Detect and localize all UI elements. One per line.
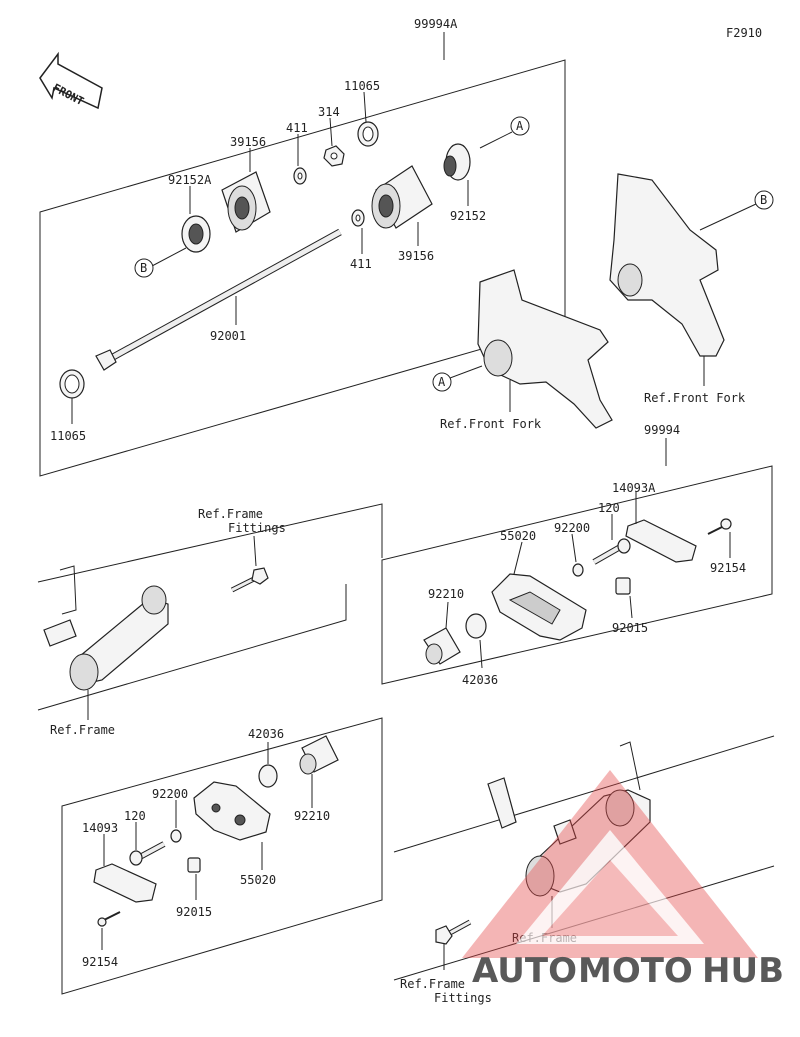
clip-11065-top bbox=[357, 121, 379, 147]
callout-a-fork-label: A bbox=[438, 375, 446, 389]
screw-92154-left bbox=[97, 911, 121, 927]
frame-fitting-bolt-top bbox=[230, 567, 269, 593]
callout-a-top bbox=[510, 116, 530, 136]
bushing-92152A bbox=[181, 215, 211, 253]
label-92152A: 92152A bbox=[168, 173, 212, 187]
watermark-moto: MOTO bbox=[578, 951, 693, 991]
washer-92200-left bbox=[170, 829, 182, 843]
clip-11065-bottom bbox=[59, 369, 85, 399]
label-55020-right: 55020 bbox=[500, 529, 536, 543]
axle-92001 bbox=[95, 228, 342, 371]
washer-411-top bbox=[293, 167, 307, 185]
plate-14093 bbox=[93, 863, 157, 903]
label-92152: 92152 bbox=[450, 209, 486, 223]
callout-b-left bbox=[134, 258, 154, 278]
kit-lower-left: 42036 92210 55020 92200 120 bbox=[61, 717, 383, 995]
front-fork-right: B Ref.Front Fork bbox=[609, 173, 774, 405]
label-14093: 14093 bbox=[82, 821, 118, 835]
kit-99994A-label: 99994A bbox=[414, 17, 458, 31]
nut-314 bbox=[323, 145, 345, 167]
washer-411-bottom bbox=[351, 209, 365, 227]
label-411-top: 411 bbox=[286, 121, 308, 135]
label-92210-right: 92210 bbox=[428, 587, 464, 601]
callout-b-fork bbox=[754, 190, 774, 210]
ref-frame-fittings-top-2: Fittings bbox=[228, 521, 286, 535]
callout-b-fork-label: B bbox=[760, 193, 767, 207]
washer-92200-right bbox=[572, 563, 584, 577]
frame-section-left: Ref.Frame Fittings Ref.Frame bbox=[37, 503, 383, 737]
label-92015-left: 92015 bbox=[176, 905, 212, 919]
front-fork-left: A Ref.Front Fork bbox=[432, 269, 613, 431]
label-314: 314 bbox=[318, 105, 340, 119]
label-92154-right: 92154 bbox=[710, 561, 746, 575]
slider-39156-left bbox=[221, 171, 271, 233]
callout-a-fork bbox=[432, 372, 452, 392]
label-42036-left: 42036 bbox=[248, 727, 284, 741]
slider-55020-right bbox=[491, 573, 587, 641]
front-arrow-icon: FRONT bbox=[39, 51, 103, 110]
ref-front-fork-right: Ref.Front Fork bbox=[644, 391, 746, 405]
collar-92015-right bbox=[615, 577, 631, 595]
ref-frame-left: Ref.Frame bbox=[50, 723, 115, 737]
label-92200-left: 92200 bbox=[152, 787, 188, 801]
bolt-120-right bbox=[592, 538, 631, 565]
ref-frame-fittings-bottom-2: Fittings bbox=[434, 991, 492, 1005]
spacer-92210-left bbox=[299, 735, 339, 775]
washer-42036-right bbox=[465, 613, 487, 639]
label-120-right: 120 bbox=[598, 501, 620, 515]
label-39156-left: 39156 bbox=[230, 135, 266, 149]
washer-42036-left bbox=[258, 764, 278, 788]
label-92210-left: 92210 bbox=[294, 809, 330, 823]
bolt-120-left bbox=[129, 841, 166, 866]
collar-92015-left bbox=[187, 857, 201, 873]
callout-b-left-label: B bbox=[140, 261, 147, 275]
kit-99994A: 99994A 92001 11065 92152A B bbox=[39, 17, 566, 477]
label-92001: 92001 bbox=[210, 329, 246, 343]
label-411-bottom: 411 bbox=[350, 257, 372, 271]
label-92200-right: 92200 bbox=[554, 521, 590, 535]
label-14093A: 14093A bbox=[612, 481, 656, 495]
label-120-left: 120 bbox=[124, 809, 146, 823]
watermark-hub: HUB bbox=[702, 951, 784, 991]
label-92154-left: 92154 bbox=[82, 955, 118, 969]
label-39156-right: 39156 bbox=[398, 249, 434, 263]
ref-frame-fittings-bottom-1: Ref.Frame bbox=[400, 977, 465, 991]
slider-39156-right bbox=[371, 165, 433, 229]
bushing-92152 bbox=[443, 143, 471, 181]
callout-a-top-label: A bbox=[516, 119, 524, 133]
frame-fitting-bolt-bottom bbox=[435, 919, 472, 945]
label-55020-left: 55020 bbox=[240, 873, 276, 887]
slider-55020-left bbox=[193, 781, 271, 841]
ref-frame-fittings-top-1: Ref.Frame bbox=[198, 507, 263, 521]
label-11065-bottom: 11065 bbox=[50, 429, 86, 443]
kit-99994-right: 99994 14093A 92154 120 92200 bbox=[381, 423, 773, 687]
label-92015-right: 92015 bbox=[612, 621, 648, 635]
ref-front-fork-left: Ref.Front Fork bbox=[440, 417, 542, 431]
watermark-logo: AUTO MOTO HUB bbox=[462, 770, 784, 991]
spacer-92210-right bbox=[423, 627, 461, 665]
screw-92154-right bbox=[707, 518, 732, 535]
plate-14093A bbox=[625, 519, 697, 563]
figure-code: F2910 bbox=[726, 26, 762, 40]
kit-99994-label: 99994 bbox=[644, 423, 680, 437]
label-11065-top: 11065 bbox=[344, 79, 380, 93]
watermark-auto: AUTO bbox=[472, 951, 577, 991]
label-42036-right: 42036 bbox=[462, 673, 498, 687]
